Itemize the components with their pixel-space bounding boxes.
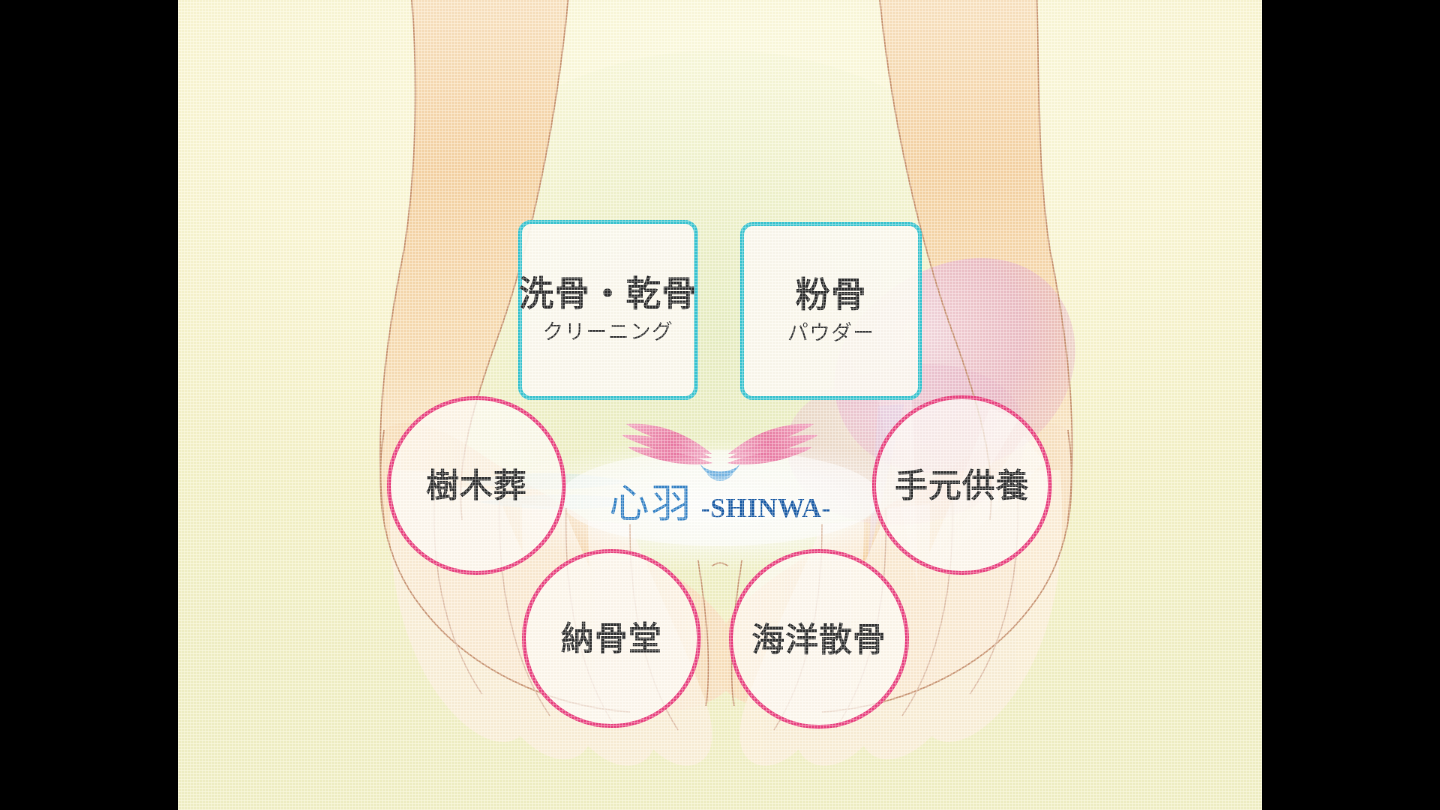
service-card-subtitle: クリーニング: [542, 321, 674, 344]
service-circle-ossuary[interactable]: 納骨堂: [522, 549, 701, 728]
hands-illustration: [178, 0, 1262, 810]
logo-wordmark: 心羽 -SHINWA-: [609, 484, 831, 524]
service-circle-sea-scattering[interactable]: 海洋散骨: [729, 549, 909, 729]
service-card-powder[interactable]: 粉骨 パウダー: [740, 222, 922, 400]
logo-kanji: 心羽: [609, 481, 694, 527]
slide-canvas: 洗骨・乾骨 クリーニング 粉骨 パウダー 樹木葬 手元供養 納骨堂 海洋散骨: [178, 0, 1262, 810]
service-circle-label: 手元供養: [894, 466, 1030, 504]
brand-logo: 心羽 -SHINWA-: [550, 420, 890, 550]
service-card-title: 粉骨: [795, 276, 867, 315]
service-card-cleaning[interactable]: 洗骨・乾骨 クリーニング: [518, 220, 698, 400]
service-card-title: 洗骨・乾骨: [518, 275, 698, 314]
letterbox-left: [0, 0, 178, 810]
letterbox-right: [1262, 0, 1440, 810]
service-circle-keepsake-memorial[interactable]: 手元供養: [872, 395, 1052, 575]
wings-icon: [622, 423, 818, 481]
logo-romaji: -SHINWA-: [701, 493, 831, 523]
service-card-subtitle: パウダー: [787, 322, 875, 345]
service-circle-label: 樹木葬: [426, 467, 527, 504]
service-circle-label: 海洋散骨: [751, 620, 887, 658]
service-circle-tree-burial[interactable]: 樹木葬: [387, 396, 566, 575]
service-circle-label: 納骨堂: [561, 620, 662, 657]
